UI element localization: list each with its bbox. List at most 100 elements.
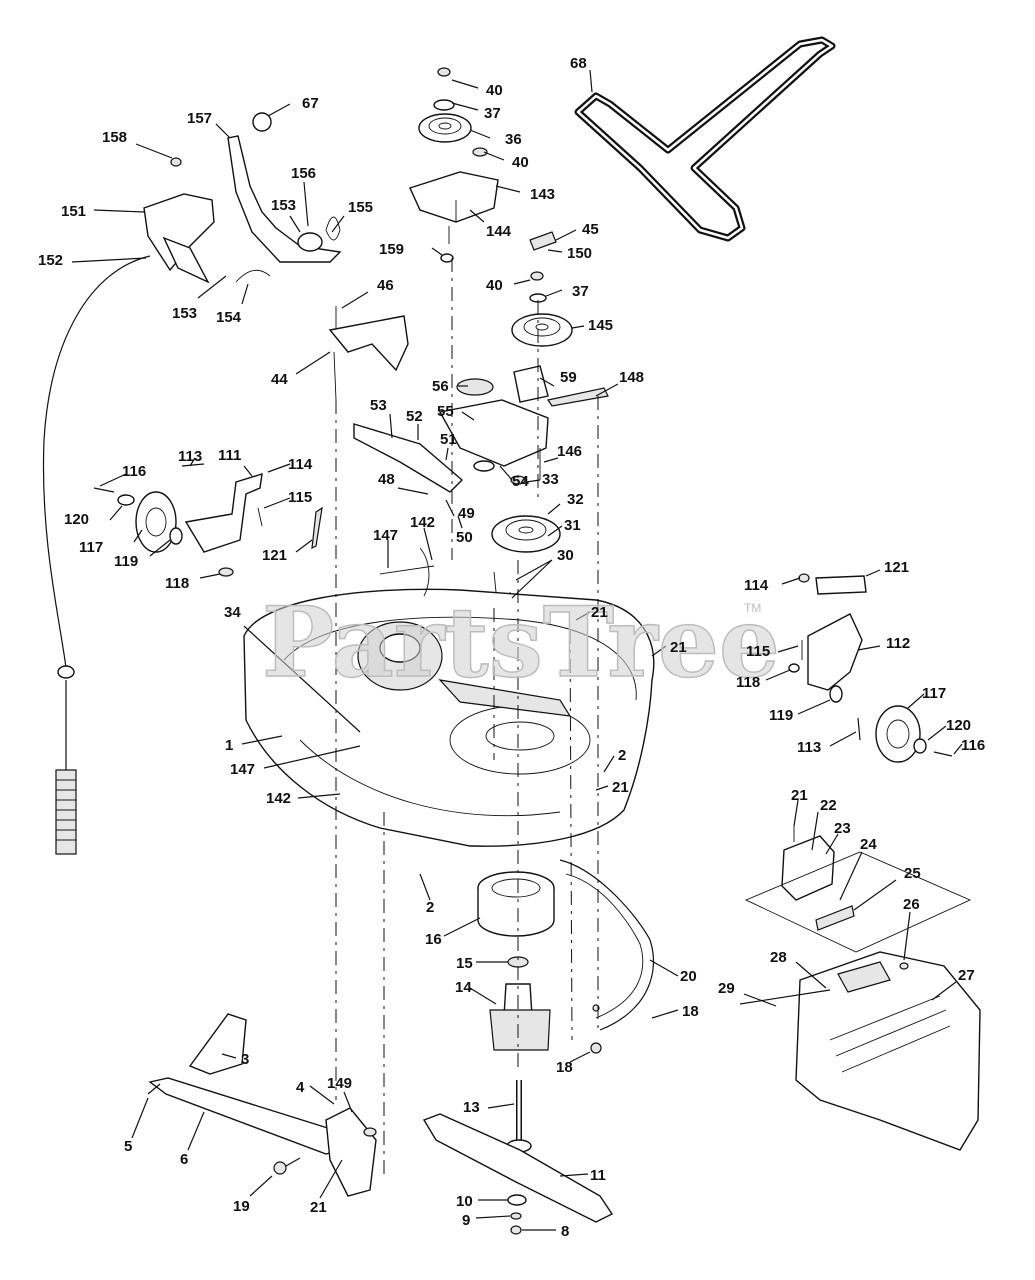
callout-148: 148 <box>619 369 644 386</box>
callout-30: 30 <box>557 547 574 564</box>
callout-11: 11 <box>590 1167 606 1184</box>
callout-50: 50 <box>456 529 473 546</box>
callout-34: 34 <box>224 604 241 621</box>
callout-116: 116 <box>961 737 985 754</box>
callout-59: 59 <box>560 369 577 386</box>
callout-28: 28 <box>770 949 787 966</box>
callout-151: 151 <box>61 203 86 220</box>
watermark-text: PartsTree <box>262 586 780 699</box>
callout-118: 118 <box>736 674 760 691</box>
callout-52: 52 <box>406 408 423 425</box>
callout-159: 159 <box>379 241 404 258</box>
callout-25: 25 <box>904 865 921 882</box>
callout-37: 37 <box>484 105 501 122</box>
callout-120: 120 <box>946 717 971 734</box>
callout-49: 49 <box>458 505 475 522</box>
callout-16: 16 <box>425 931 442 948</box>
callout-149: 149 <box>327 1075 352 1092</box>
callout-23: 23 <box>834 820 851 837</box>
callout-24: 24 <box>860 836 877 853</box>
callout-157: 157 <box>187 110 212 127</box>
callout-14: 14 <box>455 979 472 996</box>
callout-26: 26 <box>903 896 920 913</box>
callout-15: 15 <box>456 955 473 972</box>
callout-115: 115 <box>746 643 770 660</box>
callout-147: 147 <box>230 761 255 778</box>
callout-119: 119 <box>114 553 138 570</box>
callout-40: 40 <box>486 82 503 99</box>
callout-22: 22 <box>820 797 837 814</box>
mower-deck <box>243 547 655 847</box>
callout-120: 120 <box>64 511 89 528</box>
callout-33: 33 <box>542 471 559 488</box>
callout-46: 46 <box>377 277 394 294</box>
callout-9: 9 <box>462 1212 470 1229</box>
idler-bracket <box>409 171 499 263</box>
callout-154: 154 <box>216 309 242 326</box>
alignment-lines <box>335 258 599 1180</box>
callout-32: 32 <box>567 491 584 508</box>
callout-3: 3 <box>241 1051 249 1068</box>
diagram-artwork <box>42 36 981 1235</box>
callout-158: 158 <box>102 129 127 146</box>
lift-handle-assembly <box>42 112 342 855</box>
callout-13: 13 <box>463 1099 480 1116</box>
callout-51: 51 <box>440 431 457 448</box>
callout-56: 56 <box>432 378 449 395</box>
callout-121: 121 <box>262 547 287 564</box>
callout-1: 1 <box>225 737 233 754</box>
callout-40: 40 <box>512 154 529 171</box>
callout-2: 2 <box>618 747 626 764</box>
callout-29: 29 <box>718 980 735 997</box>
callout-114: 114 <box>288 456 313 473</box>
callout-48: 48 <box>378 471 395 488</box>
callout-144: 144 <box>486 223 512 240</box>
callout-2: 2 <box>426 899 434 916</box>
callout-116: 116 <box>122 463 146 480</box>
callout-54: 54 <box>512 473 529 490</box>
callout-118: 118 <box>165 575 189 592</box>
callout-37: 37 <box>572 283 589 300</box>
drive-belt <box>574 36 836 242</box>
callout-67: 67 <box>302 95 319 112</box>
callout-21: 21 <box>591 604 608 621</box>
callout-18: 18 <box>682 1003 699 1020</box>
callout-117: 117 <box>922 685 946 702</box>
spindle-pulley <box>491 515 561 613</box>
callout-5: 5 <box>124 1138 132 1155</box>
callout-153: 153 <box>271 197 296 214</box>
callout-44: 44 <box>271 371 288 388</box>
left-idler-assembly <box>93 463 323 577</box>
callout-117: 117 <box>79 539 103 556</box>
callout-142: 142 <box>266 790 291 807</box>
callout-143: 143 <box>530 186 555 203</box>
callout-40: 40 <box>486 277 503 294</box>
callout-19: 19 <box>233 1198 250 1215</box>
idler-arm-assembly <box>353 365 609 493</box>
callout-111: 111 <box>218 447 241 464</box>
callout-147: 147 <box>373 527 398 544</box>
callout-8: 8 <box>561 1223 569 1240</box>
callout-10: 10 <box>456 1193 473 1210</box>
leader-lines <box>71 69 963 1231</box>
callout-53: 53 <box>370 397 387 414</box>
callout-21: 21 <box>310 1199 327 1216</box>
deck-stabilizer-bar <box>559 859 655 1054</box>
callout-18: 18 <box>556 1059 573 1076</box>
idler-pulley-stack-lower <box>511 231 573 347</box>
callout-152: 152 <box>38 252 63 269</box>
callout-36: 36 <box>505 131 522 148</box>
spindle-assembly <box>477 871 555 1235</box>
callout-145: 145 <box>588 317 613 334</box>
discharge-chute-assembly <box>739 826 981 1151</box>
callout-156: 156 <box>291 165 316 182</box>
callout-119: 119 <box>769 707 793 724</box>
callout-6: 6 <box>180 1151 188 1168</box>
callout-21: 21 <box>791 787 808 804</box>
callout-113: 113 <box>797 739 821 756</box>
callout-labels: 68 40 37 36 40 143 144 159 45 150 40 37 … <box>38 55 985 1240</box>
callout-150: 150 <box>567 245 592 262</box>
callout-153: 153 <box>172 305 197 322</box>
belt-guard-bracket <box>328 306 409 401</box>
